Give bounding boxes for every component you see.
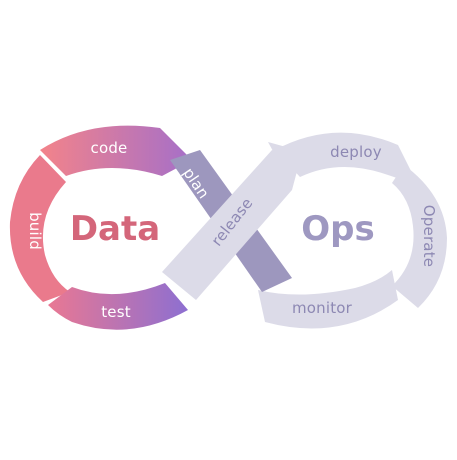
release-segment bbox=[162, 150, 300, 300]
code-segment bbox=[40, 125, 192, 176]
center-word-data: Data bbox=[70, 209, 160, 249]
build-segment bbox=[9, 155, 70, 302]
center-word-ops: Ops bbox=[301, 209, 374, 249]
label-deploy: deploy bbox=[330, 143, 382, 161]
operate-segment bbox=[392, 165, 447, 308]
label-operate: Operate bbox=[420, 205, 438, 267]
label-test: test bbox=[101, 303, 131, 321]
test-segment bbox=[48, 283, 188, 330]
deploy-segment bbox=[275, 132, 418, 185]
label-code: code bbox=[91, 139, 128, 157]
monitor-segment bbox=[258, 270, 398, 329]
release-arrow-tip bbox=[268, 142, 304, 182]
label-monitor: monitor bbox=[292, 299, 353, 317]
label-build: build bbox=[26, 212, 44, 250]
